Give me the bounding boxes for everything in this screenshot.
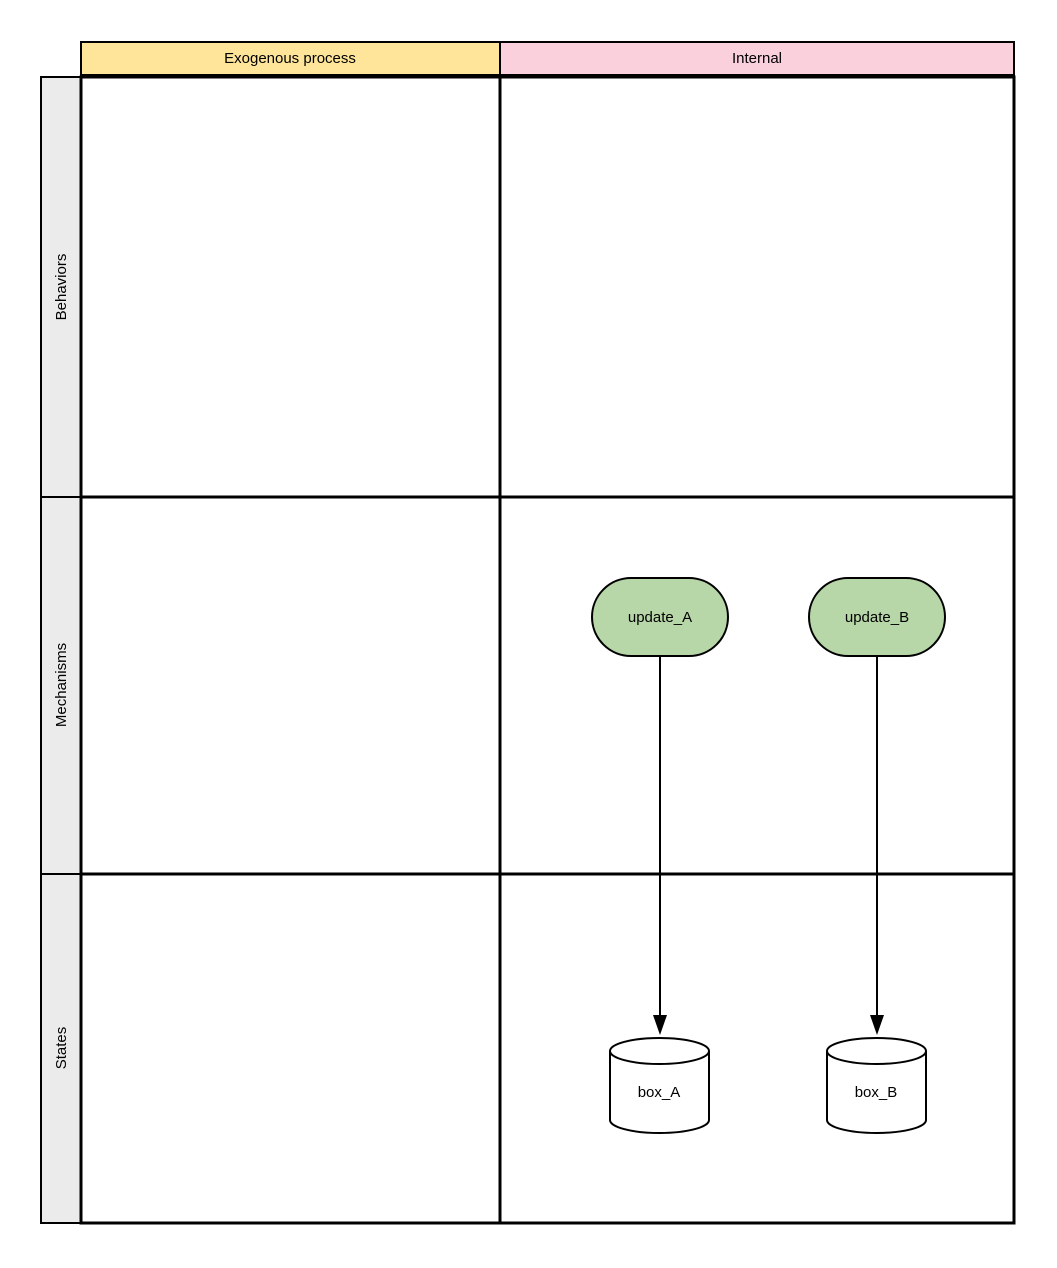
datastore-node-box-b[interactable]: box_B	[826, 1037, 927, 1134]
datastore-nodes: box_A box_B	[609, 1037, 927, 1134]
column-header-internal-label: Internal	[732, 50, 782, 67]
connector-updateA-boxA[interactable]	[653, 656, 667, 1035]
row-header-states-cell[interactable]	[40, 873, 82, 1224]
process-node-update-a-label: update_A	[628, 609, 692, 626]
cell-mechanisms-internal[interactable]	[498, 495, 1016, 876]
connector-updateB-boxB[interactable]	[870, 656, 884, 1035]
process-nodes: update_A update_B	[591, 577, 946, 657]
column-header-exogenous-cell[interactable]	[80, 41, 501, 76]
cell-states-exogenous[interactable]	[79, 872, 502, 1225]
row-header-behaviors-label: Behaviors	[53, 254, 70, 321]
column-header-exogenous-label: Exogenous process	[224, 50, 356, 67]
arrowhead-down-icon	[653, 1015, 667, 1035]
process-node-update-a[interactable]	[591, 577, 729, 657]
cell-states-internal[interactable]	[498, 872, 1016, 1225]
cylinder-top	[826, 1037, 927, 1065]
process-node-update-b-label: update_B	[845, 609, 909, 626]
matrix-grid	[79, 75, 1016, 1225]
datastore-node-box-a-label: box_A	[638, 1084, 681, 1101]
column-header-row: Exogenous process Internal	[80, 41, 1015, 76]
process-node-update-b[interactable]	[808, 577, 946, 657]
cylinder-body	[609, 1051, 710, 1134]
row-header-mechanisms-label: Mechanisms	[53, 643, 70, 727]
cylinder-top	[609, 1037, 710, 1065]
row-header-column: Behaviors Mechanisms States	[40, 76, 82, 1224]
datastore-node-box-b-label: box_B	[855, 1084, 898, 1101]
column-header-internal-cell[interactable]	[499, 41, 1015, 76]
connectors	[653, 656, 884, 1035]
cylinder-body	[826, 1051, 927, 1134]
row-header-states-label: States	[53, 1027, 70, 1070]
arrowhead-down-icon	[870, 1015, 884, 1035]
cell-behaviors-internal[interactable]	[498, 75, 1016, 499]
datastore-node-box-a[interactable]: box_A	[609, 1037, 710, 1134]
cell-behaviors-exogenous[interactable]	[79, 75, 502, 499]
cell-mechanisms-exogenous[interactable]	[79, 495, 502, 876]
